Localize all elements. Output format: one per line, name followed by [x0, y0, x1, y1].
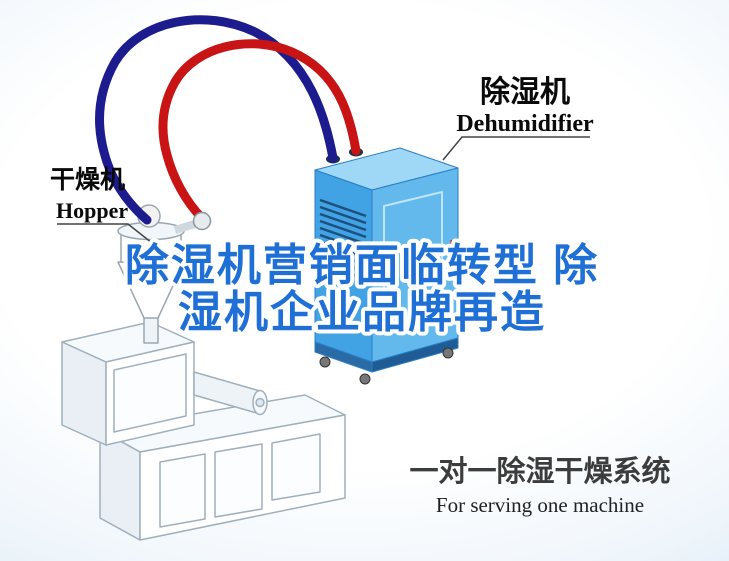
hose-flange-icon — [192, 211, 212, 231]
extruder-panel-2 — [214, 443, 263, 518]
hopper-neck — [143, 314, 159, 344]
caption-subtitle-en: For serving one machine — [436, 493, 644, 517]
headline-line1: 除湿机营销面临转型 除 — [125, 241, 599, 290]
skirt-side — [371, 337, 459, 373]
hopper-label-zh: 干燥机 — [50, 166, 125, 194]
hose-group — [95, 15, 361, 225]
dehumidifier-label-en: Dehumidifier — [456, 111, 594, 137]
headline-line2: 湿机企业品牌再造 — [178, 288, 546, 337]
extruder-panel-3 — [271, 433, 321, 501]
side-door — [383, 191, 443, 327]
red-return-hose-icon — [158, 39, 361, 223]
dehumidifier-icon — [314, 147, 459, 385]
hopper-label-en: Hopper — [56, 198, 128, 223]
caster-wheels-icon — [319, 347, 454, 385]
gearbox-panel — [113, 353, 187, 433]
dehumidifier-leader-line — [442, 136, 590, 161]
hopper-leader-line — [57, 223, 153, 244]
vent-grille-icon — [319, 198, 367, 281]
caption-title-zh: 一对一除湿干燥系统 — [409, 454, 670, 488]
leader-lines — [57, 136, 590, 244]
extruder-panel-1 — [159, 453, 206, 528]
barrel-die — [255, 397, 265, 408]
navy-supply-hose-icon — [95, 15, 338, 225]
hopper-dryer-icon — [117, 204, 200, 344]
dehumidifier-label-zh: 除湿机 — [480, 75, 570, 109]
extruder-machine-icon — [61, 321, 346, 541]
